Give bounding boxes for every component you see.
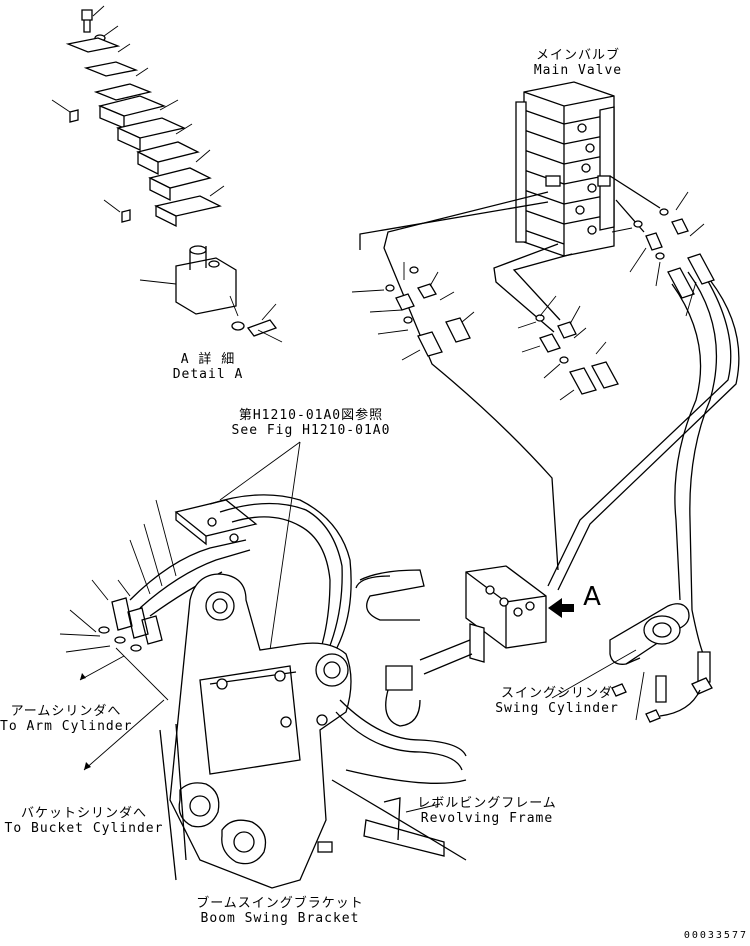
valve-hose-lines xyxy=(351,175,740,661)
label-see-fig: 第H1210-01A0図参照 See Fig H1210-01A0 xyxy=(226,408,396,438)
view-marker-a: A xyxy=(583,582,601,612)
label-revolving-frame-en: Revolving Frame xyxy=(420,811,554,826)
label-to-arm-cylinder: アームシリンダへ To Arm Cylinder xyxy=(0,704,132,734)
label-swing-cylinder-en: Swing Cylinder xyxy=(495,701,619,716)
label-boom-swing-bracket-jp: ブームスイングブラケット xyxy=(196,896,364,911)
label-detail-a-jp: A 詳 細 xyxy=(180,352,236,367)
main-valve-assembly xyxy=(515,81,615,257)
left-hose-group xyxy=(59,441,352,771)
label-boom-swing-bracket: ブームスイングブラケット Boom Swing Bracket xyxy=(196,896,364,926)
valve-plate-assembly xyxy=(419,565,574,675)
label-detail-a: A 詳 細 Detail A xyxy=(160,352,256,382)
label-main-valve-en: Main Valve xyxy=(533,63,623,78)
label-revolving-frame: レボルビングフレーム Revolving Frame xyxy=(414,796,560,826)
label-swing-cylinder: スイングシリンダ Swing Cylinder xyxy=(494,686,620,716)
label-main-valve-jp: メインバルブ xyxy=(535,48,620,63)
detail-a-exploded-view xyxy=(51,5,283,343)
label-see-fig-en: See Fig H1210-01A0 xyxy=(231,423,391,438)
label-main-valve: メインバルブ Main Valve xyxy=(518,48,638,78)
label-revolving-frame-jp: レボルビングフレーム xyxy=(417,796,557,811)
label-to-bucket-cylinder: バケットシリンダへ To Bucket Cylinder xyxy=(4,806,164,836)
label-to-bucket-jp: バケットシリンダへ xyxy=(20,806,147,821)
label-see-fig-jp: 第H1210-01A0図参照 xyxy=(238,408,384,423)
label-to-arm-jp: アームシリンダへ xyxy=(10,704,122,719)
label-boom-swing-bracket-en: Boom Swing Bracket xyxy=(200,911,360,926)
label-swing-cylinder-jp: スイングシリンダ xyxy=(500,686,613,701)
drawing-code: 00033577 xyxy=(683,930,748,941)
label-to-arm-en: To Arm Cylinder xyxy=(0,719,133,734)
label-to-bucket-en: To Bucket Cylinder xyxy=(4,821,164,836)
label-detail-a-en: Detail A xyxy=(172,367,244,382)
swing-cylinder xyxy=(551,603,713,723)
revolving-frame xyxy=(331,569,467,861)
boom-swing-bracket xyxy=(159,573,467,889)
